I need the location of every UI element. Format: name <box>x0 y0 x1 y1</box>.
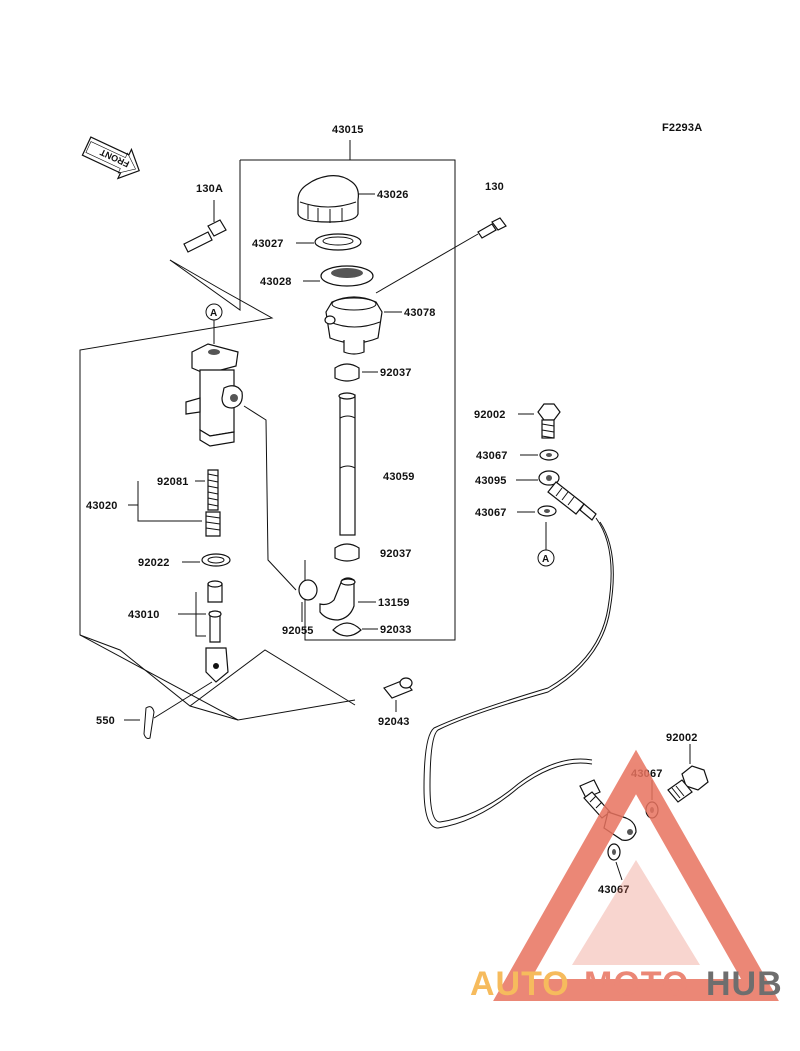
label-130: 130 <box>485 181 504 193</box>
label-43067-left: 43067 <box>598 884 630 896</box>
reference-a-label-bottom: A <box>542 554 549 565</box>
spring-92081: 92081 <box>157 469 221 537</box>
washer-43067-top: 43067 <box>476 449 559 462</box>
reservoir-hose-43059: 43059 <box>338 392 415 536</box>
label-92002-bottom: 92002 <box>666 732 698 744</box>
label-43026: 43026 <box>377 189 409 201</box>
assembly-outline-main <box>79 259 356 721</box>
label-92037-top: 92037 <box>380 367 412 379</box>
label-130A: 130A <box>196 183 223 195</box>
reference-a-label: A <box>210 308 217 319</box>
label-92022: 92022 <box>138 557 170 569</box>
watermark-logo: AUTO MOTO HUB <box>470 749 783 1003</box>
piston-assembly-43010: 43010 <box>128 580 229 683</box>
banjo-bolt-92002-bottom: 92002 <box>666 732 709 803</box>
bolt-130: 130 <box>375 181 507 294</box>
reference-circle-a-bottom: A <box>537 522 555 567</box>
watermark-auto: AUTO <box>470 965 570 1003</box>
label-550: 550 <box>96 715 115 727</box>
reservoir-43078: 43078 <box>324 296 436 355</box>
label-92002-top: 92002 <box>474 409 506 421</box>
hose-clamp-92037-top: 92037 <box>334 363 412 382</box>
bracket-43020: 43020 <box>86 481 202 522</box>
circlip-92033: 92033 <box>332 622 412 637</box>
o-ring-92055: 92055 <box>282 579 318 637</box>
label-43078: 43078 <box>404 307 436 319</box>
master-cylinder-body <box>185 343 243 447</box>
label-43059: 43059 <box>383 471 415 483</box>
clevis-pin-92043: 92043 <box>378 677 413 728</box>
label-92037-bottom: 92037 <box>380 548 412 560</box>
reservoir-cap-43026: 43026 <box>297 175 409 223</box>
brake-hose-43095: 43095 <box>423 470 614 829</box>
label-43067-top: 43067 <box>476 450 508 462</box>
banjo-bolt-92002-top: 92002 <box>474 403 561 439</box>
label-43027: 43027 <box>252 238 284 250</box>
retaining-ring-92022: 92022 <box>138 553 231 569</box>
label-92081: 92081 <box>157 476 189 488</box>
label-43067-middle: 43067 <box>475 507 507 519</box>
watermark-triangle-icon <box>493 749 779 1001</box>
label-43015: 43015 <box>332 124 364 136</box>
watermark-hub: HUB <box>706 965 783 1003</box>
label-43095: 43095 <box>475 475 507 487</box>
label-92043: 92043 <box>378 716 410 728</box>
washer-43067-middle: 43067 <box>475 505 557 519</box>
diaphragm-43028: 43028 <box>260 265 374 288</box>
label-92033: 92033 <box>380 624 412 636</box>
hose-fitting-13159: 13159 <box>319 577 410 621</box>
watermark-moto: MOTO <box>584 965 689 1003</box>
assembly-outline-43015: 43015 <box>169 124 456 641</box>
reference-circle-a-top: A <box>205 303 223 344</box>
diaphragm-plate-43027: 43027 <box>252 233 362 251</box>
hose-clamp-92037-bottom: 92037 <box>334 543 412 562</box>
cotter-pin-550: 550 <box>96 681 213 739</box>
front-arrow-icon: FRONT <box>81 136 140 180</box>
label-92055: 92055 <box>282 625 314 637</box>
washer-43067-left: 43067 <box>598 843 630 896</box>
label-43010: 43010 <box>128 609 160 621</box>
diagram-code: F2293A <box>662 122 702 134</box>
label-43020: 43020 <box>86 500 118 512</box>
label-13159: 13159 <box>378 597 410 609</box>
label-43028: 43028 <box>260 276 292 288</box>
bolt-130A: 130A <box>183 183 227 253</box>
